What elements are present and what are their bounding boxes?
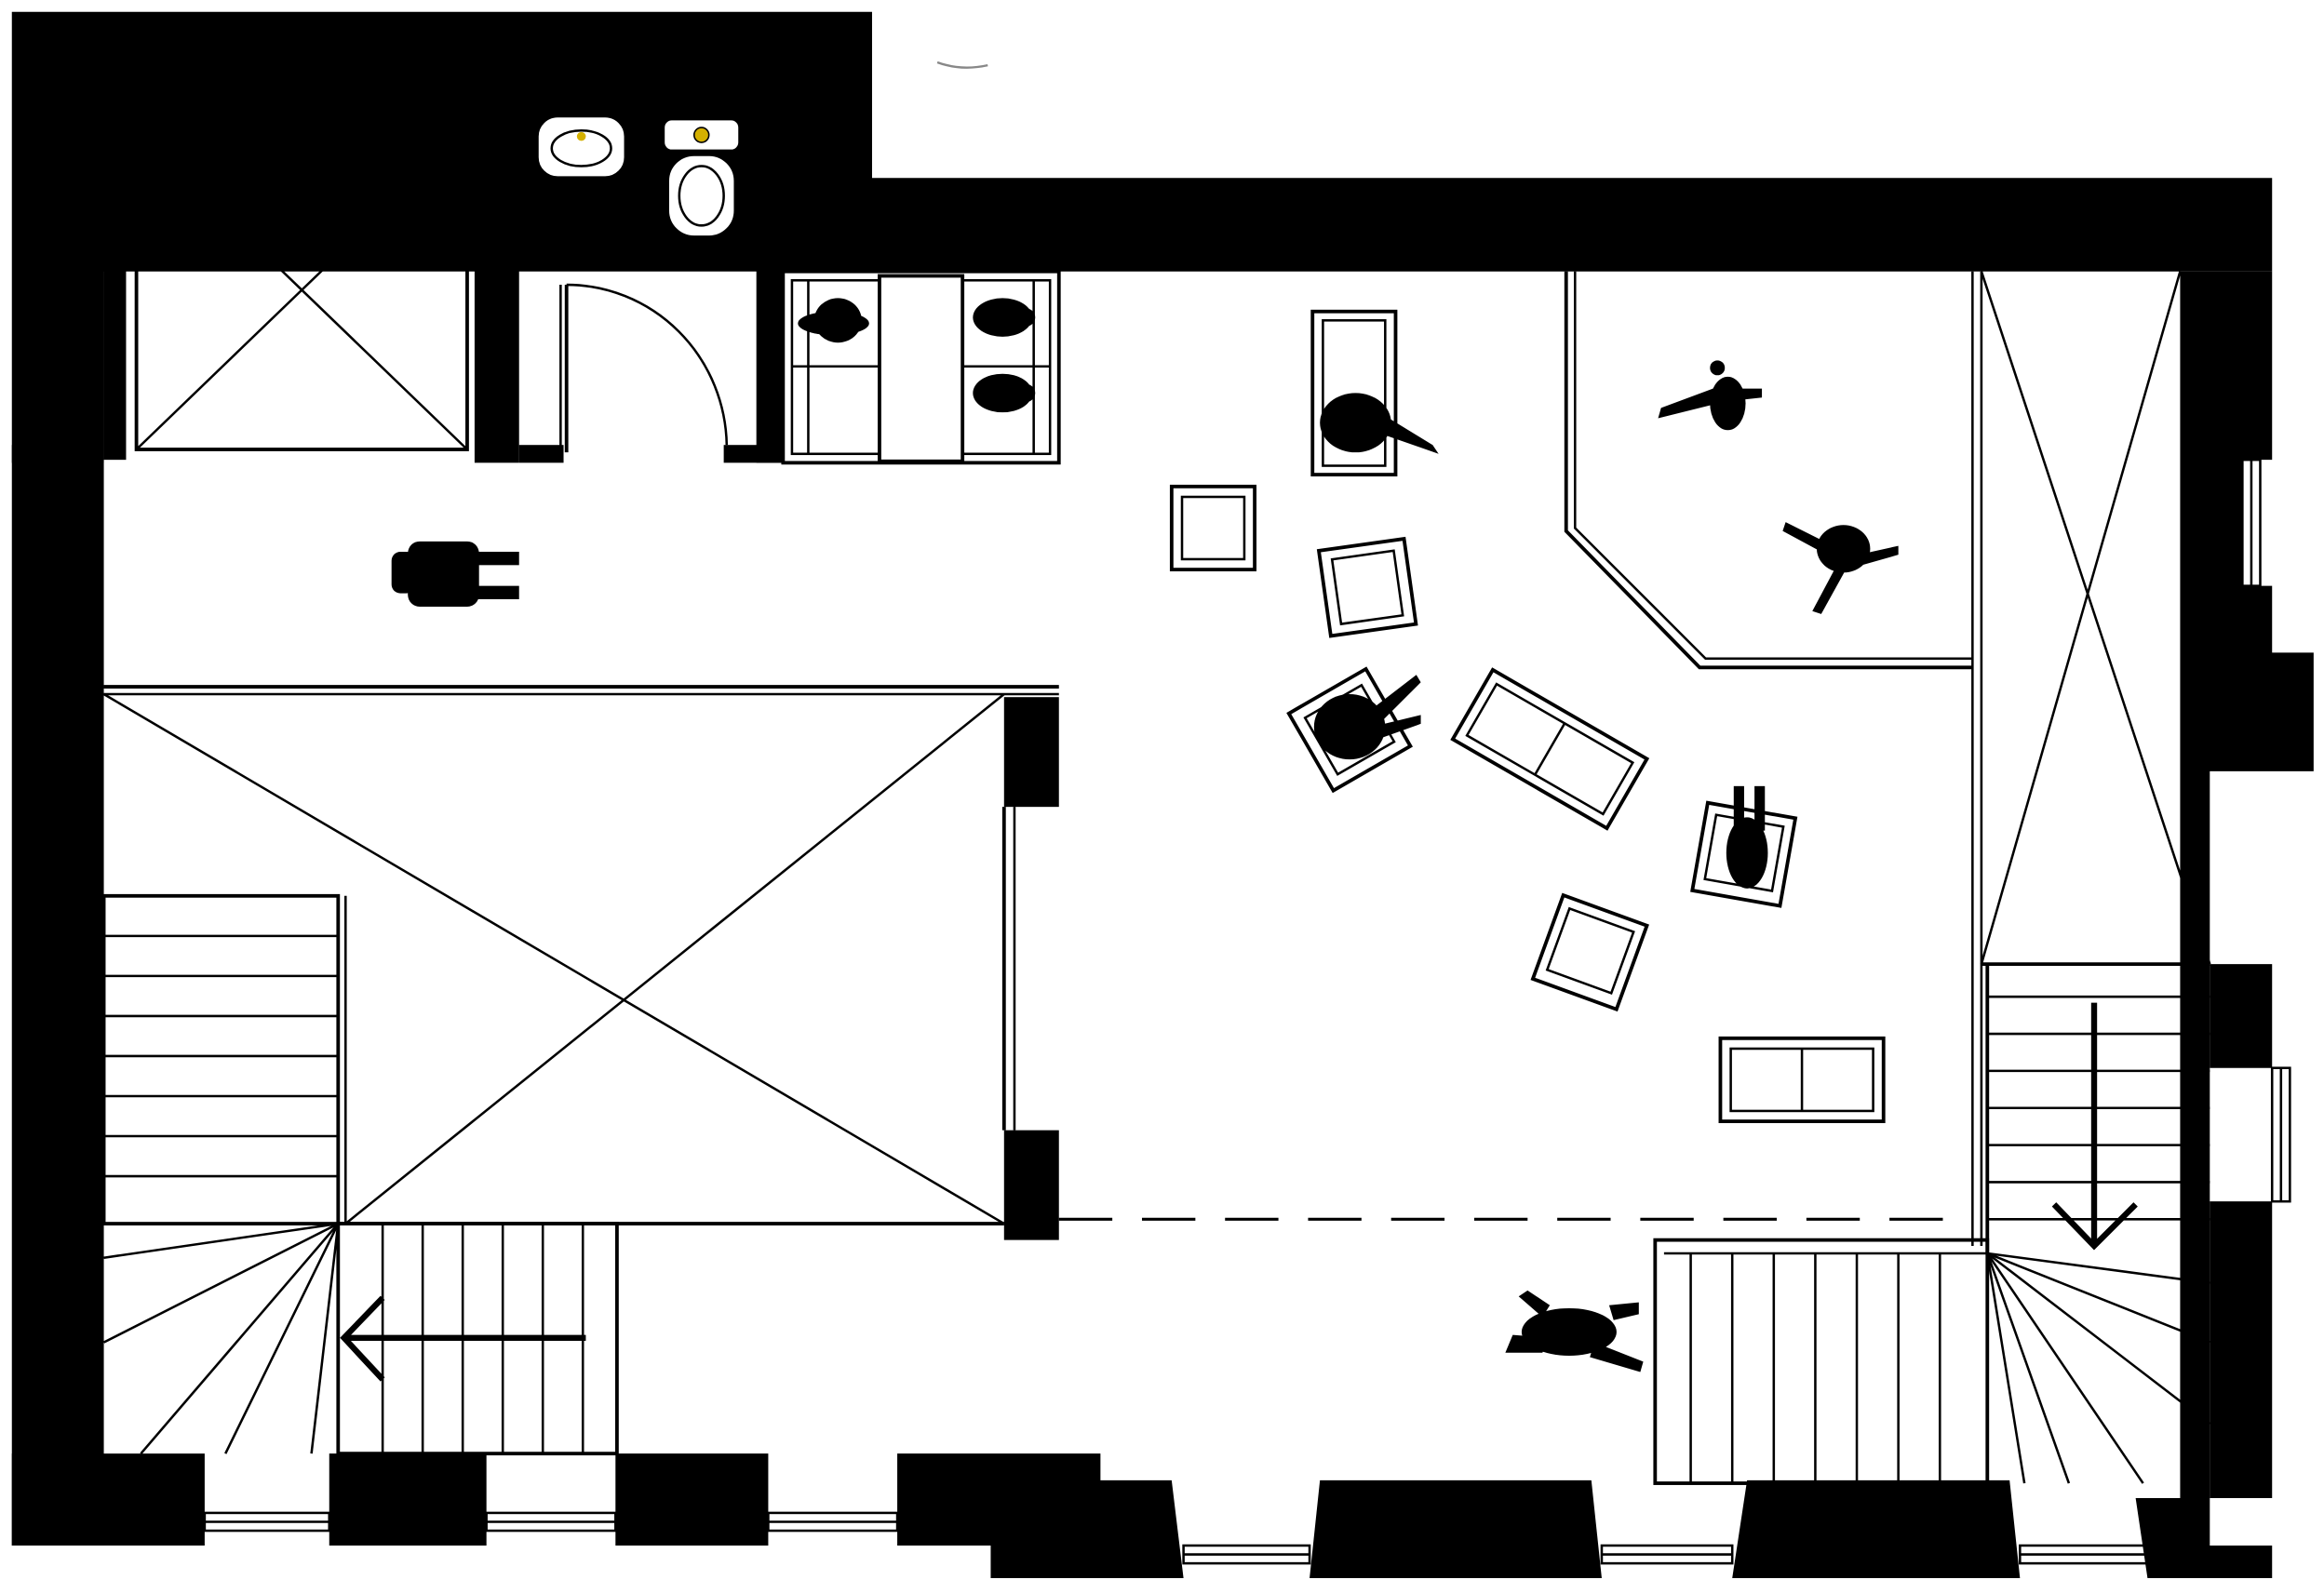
void-pier (1003, 1130, 1059, 1240)
window-pier (1732, 1479, 2021, 1579)
person-silhouette (1726, 785, 1768, 889)
lift-core-wall (103, 103, 127, 461)
booth-table (878, 274, 965, 463)
person-silhouette (973, 373, 1036, 413)
window-pier (1310, 1479, 1602, 1579)
raised-platform (1564, 271, 1973, 670)
east-staircase (1653, 271, 2211, 1485)
east-wall (2180, 271, 2314, 1498)
window-pier (329, 1453, 487, 1546)
east-pier (2210, 1201, 2273, 1498)
lounge-furniture (1169, 309, 1886, 1124)
person-silhouette (1658, 360, 1763, 431)
stair-direction-arrow (2051, 1002, 2138, 1251)
east-windows (2210, 458, 2291, 1498)
person-silhouette (1320, 393, 1439, 454)
stair-direction-arrow (340, 1295, 586, 1382)
west-wall (11, 445, 104, 1546)
wc-wall (518, 445, 564, 463)
window-pier (615, 1453, 769, 1546)
person-silhouette (1505, 1290, 1644, 1372)
interior-walls (103, 103, 1059, 1240)
wc-door-swing (566, 283, 729, 446)
washbasin (534, 114, 628, 181)
person-silhouette (1782, 522, 1899, 614)
wc-wall (756, 103, 786, 463)
void-pier (1003, 697, 1059, 808)
north-wall (11, 11, 2273, 463)
armchair (1530, 892, 1649, 1012)
exterior-walls (11, 11, 2314, 1546)
person-silhouettes (391, 298, 1899, 1372)
person-silhouette (1313, 675, 1421, 760)
sofa (1718, 1036, 1886, 1124)
wc-wall (723, 445, 786, 463)
sofa (1450, 667, 1650, 831)
armchair (1316, 536, 1418, 638)
dining-booth (781, 269, 1061, 465)
stray-marks (936, 60, 988, 69)
wc (534, 114, 743, 453)
south-wall (11, 1453, 205, 1546)
armchair (1169, 484, 1257, 572)
lift-core-wall (474, 103, 519, 463)
south-windows (203, 1511, 2149, 1565)
window-pier (2135, 1497, 2273, 1579)
person-silhouette (391, 541, 519, 607)
south-window-piers (329, 1453, 2273, 1579)
east-pier (2210, 964, 2273, 1068)
lift-shaft-outline (134, 128, 469, 451)
window-pier (897, 1453, 1184, 1579)
double-height-void (102, 685, 1059, 1225)
person-silhouette (973, 298, 1036, 337)
lift-core-wall (103, 103, 519, 124)
lift-shaft (134, 128, 469, 451)
west-staircase (101, 893, 619, 1456)
person-silhouette (798, 298, 869, 343)
void-cross (344, 693, 1005, 1225)
void-cross (102, 692, 1005, 1225)
